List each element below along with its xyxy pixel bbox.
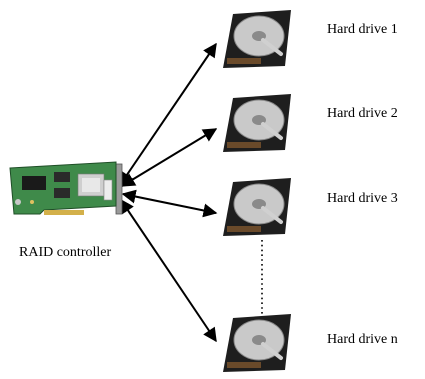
drive-label-3: Hard drive 3 [327,191,398,206]
arrow-to-drive-3 [121,189,218,218]
raid-controller-icon [9,161,123,215]
drive-label-n: Hard drive n [327,332,398,347]
raid-controller-label: RAID controller [19,245,112,260]
arrow-to-drive-1 [119,42,217,187]
hard-disk-icon [223,314,291,372]
arrow-to-drive-2 [120,128,218,187]
hard-disk-icon [223,94,291,152]
drive-label-2: Hard drive 2 [327,106,398,121]
arrow-to-drive-n [120,198,217,343]
hard-disk-icon [223,178,291,236]
drive-label-1: Hard drive 1 [327,22,398,37]
hard-disk-icon [223,10,291,68]
